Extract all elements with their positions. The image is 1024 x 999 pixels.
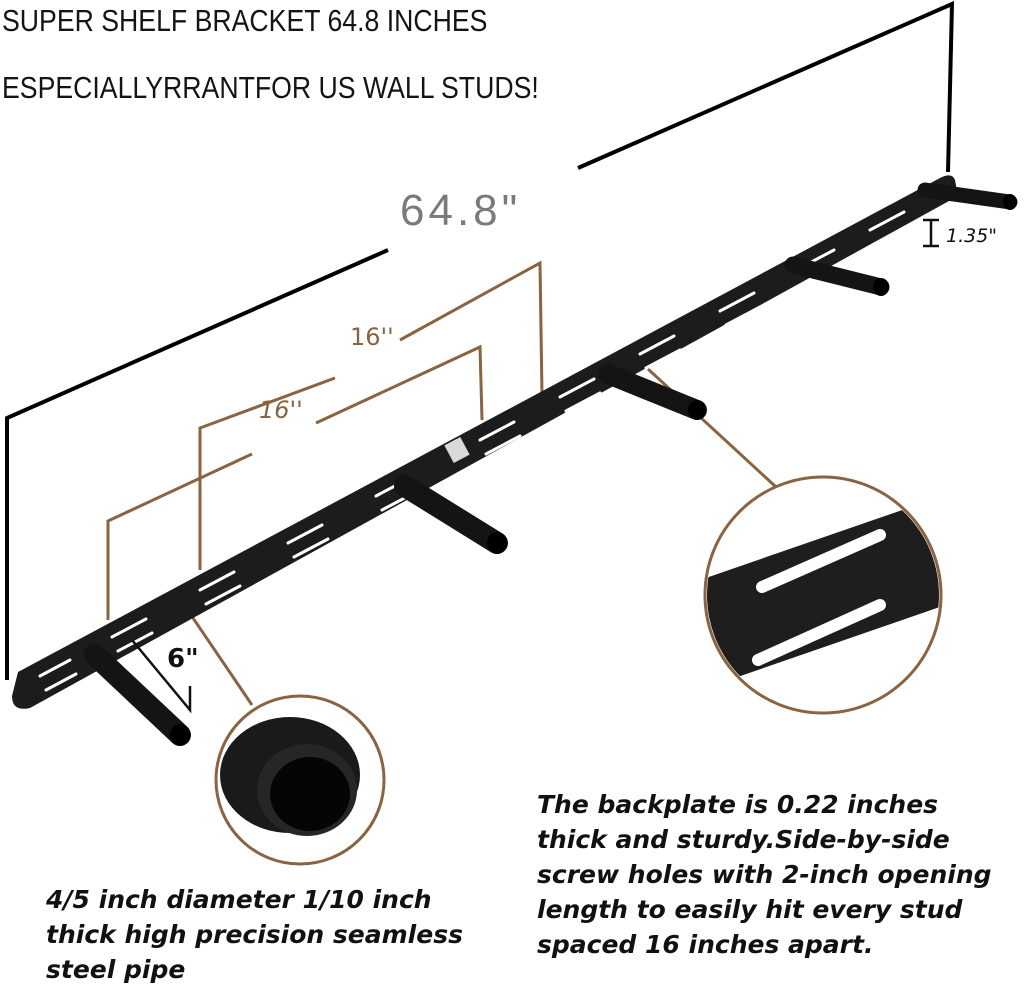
overall-dimension-lines: [5, 0, 955, 680]
height-marker-icon: [923, 218, 939, 248]
stud-spacing-label-upper: 16'': [350, 323, 394, 351]
backplate-height-label: 1.35": [946, 225, 998, 247]
total-length-label: 64.8": [400, 186, 522, 235]
rod-ends: [170, 194, 1017, 746]
backplate-caption-line: screw holes with 2-inch opening: [537, 860, 992, 889]
backplate-caption-line: The backplate is 0.22 inches: [537, 790, 939, 819]
pipe-caption-line: steel pipe: [46, 955, 186, 984]
pipe-caption-line: 4/5 inch diameter 1/10 inch: [46, 885, 432, 914]
slot-detail-closeup: [703, 475, 943, 715]
logo-label: [444, 436, 470, 464]
backplate-caption-line: spaced 16 inches apart.: [537, 930, 874, 959]
backplate-caption-line: length to easily hit every stud: [537, 895, 963, 924]
pipe-caption-line: thick high precision seamless: [46, 920, 463, 949]
stud-spacing-label-lower: 16'': [259, 396, 303, 424]
headline-line-2: ESPECIALLYRRANTFOR US WALL STUDS!: [2, 70, 539, 105]
backplate-caption: The backplate is 0.22 inches thick and s…: [537, 787, 1024, 962]
rod-length-label: 6": [167, 644, 199, 674]
headline-line-1: SUPER SHELF BRACKET 64.8 INCHES: [2, 3, 488, 38]
pipe-detail-closeup: [214, 694, 386, 866]
backplate-caption-line: thick and sturdy.Side-by-side: [537, 825, 950, 854]
stud-spacing-lines: [106, 260, 778, 706]
rod-length-marker: [131, 639, 192, 714]
support-rods: [84, 182, 1018, 746]
pipe-caption: 4/5 inch diameter 1/10 inch thick high p…: [46, 882, 516, 987]
